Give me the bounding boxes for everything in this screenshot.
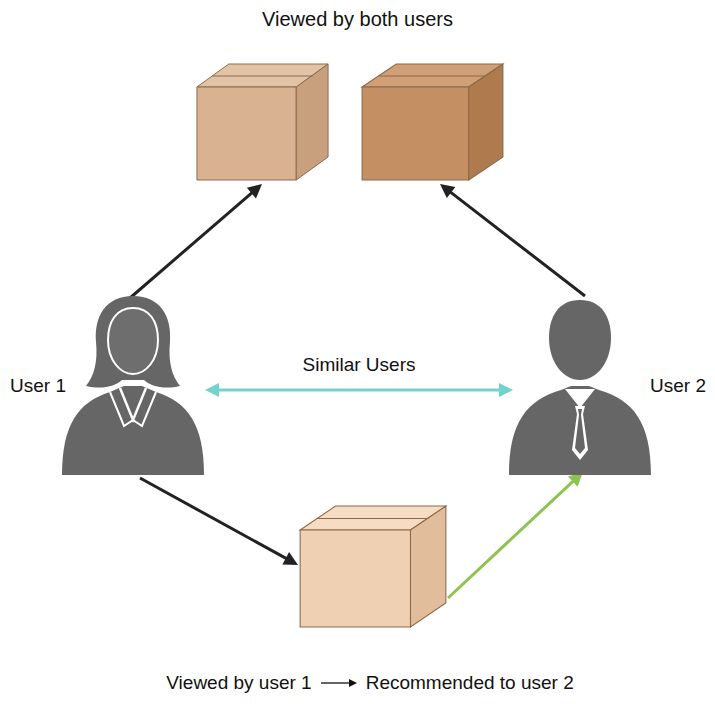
product-group: Viewed by both users: [190, 6, 525, 184]
product-box: [298, 504, 448, 633]
connector-arrow: [140, 478, 298, 565]
user-label: User 2: [650, 375, 706, 397]
caption-text: Recommended to user 2: [366, 672, 574, 694]
product-box: [195, 62, 330, 186]
connector-arrow: [130, 184, 262, 298]
user-figure: User 2: [500, 285, 710, 480]
connector-arrow: [440, 184, 585, 296]
male-user-icon: [505, 290, 655, 479]
group-heading: Viewed by both users: [190, 8, 525, 31]
edge-label: Similar Users: [299, 354, 420, 376]
caption-row: Viewed by user 1 Recommended to user 2: [130, 672, 610, 694]
user-label: User 1: [10, 375, 66, 397]
caption-text: Viewed by user 1: [166, 672, 311, 694]
connector-arrow: [448, 472, 583, 598]
recommended-product: Viewed by user 1 Recommended to user 2: [130, 500, 610, 700]
product-box: [360, 62, 505, 186]
female-user-icon: [58, 290, 208, 479]
small-arrow: [319, 677, 359, 689]
user-figure: User 1: [8, 290, 208, 480]
connector-arrow: [205, 383, 513, 397]
